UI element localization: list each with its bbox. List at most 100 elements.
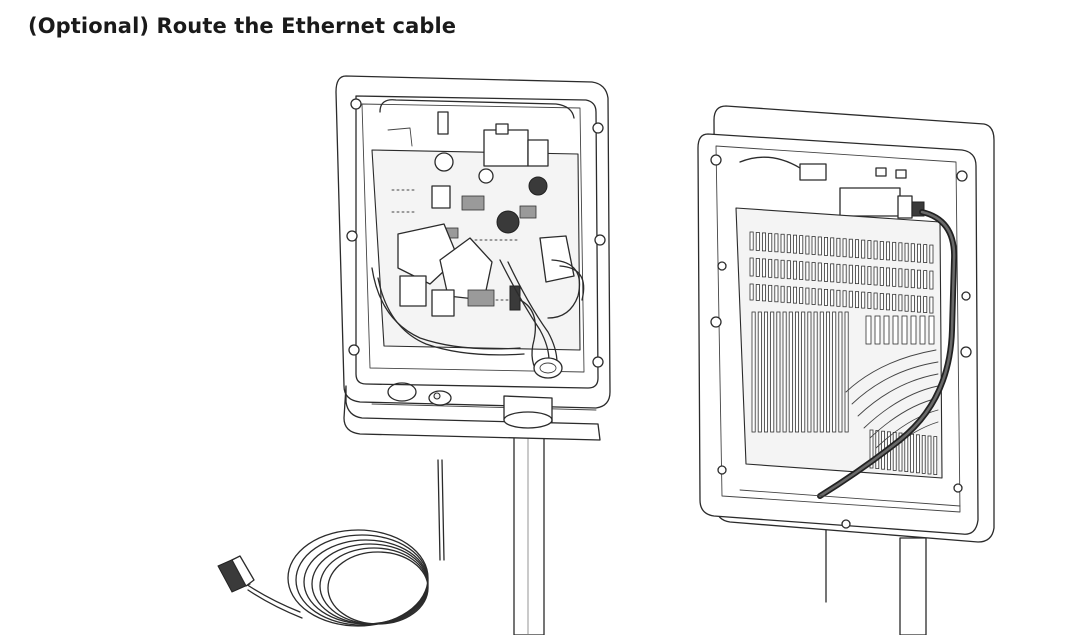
heatsink-fin bbox=[923, 244, 928, 264]
heatsink-fin bbox=[826, 311, 831, 433]
heatsink-fin bbox=[811, 262, 816, 281]
heatsink-fin bbox=[768, 258, 773, 278]
heatsink-fin bbox=[842, 264, 847, 284]
heatsink-fin bbox=[844, 311, 849, 433]
rj45-connector-icon bbox=[217, 555, 255, 593]
heatsink-fin bbox=[917, 295, 922, 313]
heatsink-fin bbox=[770, 311, 775, 433]
heatsink-fin bbox=[867, 292, 872, 309]
heatsink-fin bbox=[855, 265, 860, 285]
heatsink-fin bbox=[805, 235, 810, 255]
page-title: (Optional) Route the Ethernet cable bbox=[28, 14, 457, 38]
heatsink-fin bbox=[842, 238, 847, 258]
heatsink-fin bbox=[817, 288, 822, 306]
heatsink-fin bbox=[780, 259, 785, 279]
heatsink-fin bbox=[919, 315, 926, 345]
right-charger-unit bbox=[697, 105, 995, 635]
heatsink-fin bbox=[768, 284, 773, 302]
heatsink-fin bbox=[786, 260, 791, 280]
heatsink-fin bbox=[755, 232, 760, 251]
heatsink-fin bbox=[824, 236, 829, 256]
heatsink-fin bbox=[832, 311, 837, 433]
heatsink-fin bbox=[928, 315, 935, 345]
heatsink-fin bbox=[929, 270, 934, 290]
heatsink-fin bbox=[782, 311, 787, 433]
heatsink-fin bbox=[892, 267, 897, 287]
heatsink-fin bbox=[892, 241, 897, 261]
heatsink-fin bbox=[755, 284, 760, 301]
heatsink-fin bbox=[842, 290, 847, 308]
heatsink-fin bbox=[892, 315, 899, 345]
heatsink-fin bbox=[879, 241, 884, 260]
heatsink-fin bbox=[873, 240, 878, 260]
heatsink-fin bbox=[869, 429, 874, 469]
heatsink-fin bbox=[793, 234, 798, 254]
heatsink-fin bbox=[774, 259, 779, 279]
heatsink-fin bbox=[817, 236, 822, 256]
left-charger-unit bbox=[335, 75, 611, 635]
heatsink-fin bbox=[910, 433, 914, 473]
heatsink-fin bbox=[927, 435, 932, 475]
heatsink-fin bbox=[923, 296, 928, 314]
heatsink-fin bbox=[867, 240, 872, 259]
heatsink-fin bbox=[824, 288, 829, 306]
heatsink-fin bbox=[873, 292, 878, 310]
heatsink-fin bbox=[917, 269, 922, 289]
heatsink-fin bbox=[865, 315, 872, 345]
heatsink-fin bbox=[898, 294, 903, 312]
heatsink-fin bbox=[774, 285, 779, 303]
heatsink-fin bbox=[836, 263, 841, 283]
heatsink-fin bbox=[886, 293, 891, 311]
heatsink-fin bbox=[805, 287, 810, 305]
heatsink-fin bbox=[788, 311, 793, 433]
heatsink-fin bbox=[786, 234, 791, 254]
heatsink-fin bbox=[910, 295, 915, 313]
heatsink-fin bbox=[793, 286, 798, 304]
heatsink-fin bbox=[861, 291, 866, 309]
routed-ethernet-cable bbox=[817, 209, 958, 499]
heatsink-fin bbox=[838, 311, 843, 433]
heatsink-fin bbox=[751, 311, 756, 433]
heatsink-fin bbox=[830, 237, 835, 257]
heatsink-fin bbox=[910, 315, 917, 345]
heatsink-fin bbox=[898, 268, 903, 288]
heatsink-fin bbox=[824, 262, 829, 282]
heatsink-fins-top bbox=[749, 231, 934, 314]
heatsink-fin bbox=[836, 289, 841, 307]
heatsink-fin bbox=[755, 258, 760, 277]
heatsink-fin bbox=[873, 266, 878, 286]
heatsink-fin bbox=[762, 258, 767, 278]
ethernet-cable bbox=[217, 459, 445, 627]
heatsink-fin bbox=[749, 283, 754, 301]
heatsink-fin bbox=[848, 264, 853, 284]
heatsink-fin bbox=[799, 261, 804, 281]
heatsink-fin bbox=[886, 267, 891, 287]
heatsink-fin bbox=[904, 268, 909, 288]
heatsink-fin bbox=[929, 296, 934, 314]
heatsink-fin bbox=[817, 262, 822, 282]
heatsink-fin bbox=[807, 311, 812, 433]
heatsink-fin bbox=[780, 233, 785, 253]
heatsink-fin bbox=[830, 263, 835, 283]
heatsink-fin bbox=[921, 434, 926, 474]
heatsink-fin bbox=[901, 315, 908, 345]
heatsink-fin bbox=[768, 232, 773, 252]
heatsink-fin bbox=[916, 434, 920, 474]
heatsink-fin bbox=[855, 291, 860, 309]
heatsink-fin bbox=[904, 242, 909, 262]
heatsink-fin bbox=[819, 311, 824, 433]
heatsink-fin bbox=[776, 311, 781, 433]
heatsink-fin bbox=[836, 237, 841, 257]
heatsink-fin bbox=[795, 311, 800, 433]
heatsink-fin bbox=[801, 311, 806, 433]
heatsink-fin bbox=[874, 315, 881, 345]
heatsink-fin bbox=[764, 311, 769, 433]
heatsink-fin bbox=[786, 286, 791, 304]
heatsink-fin bbox=[780, 285, 785, 303]
heatsink-fin bbox=[879, 267, 884, 286]
heatsink-fin bbox=[933, 436, 938, 476]
heatsink-fin bbox=[855, 239, 860, 259]
mounting-pole-left bbox=[513, 409, 545, 635]
heatsink-fin bbox=[774, 233, 779, 253]
